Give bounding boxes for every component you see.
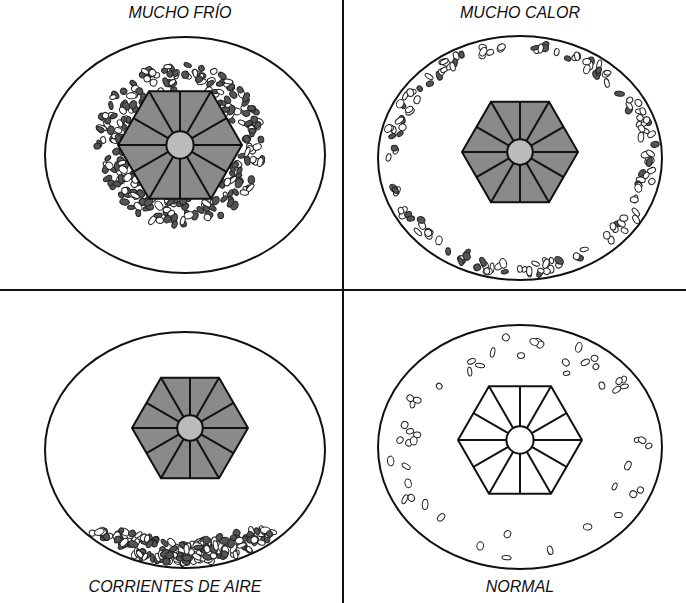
panel-label: MUCHO CALOR xyxy=(457,4,583,22)
comb-hexagon xyxy=(462,102,578,202)
bee-dots xyxy=(387,333,653,561)
container-circle xyxy=(45,37,325,273)
bee-dots xyxy=(383,40,660,278)
divider-line xyxy=(0,289,686,291)
hive-panel xyxy=(45,332,325,568)
container-circle xyxy=(378,36,662,280)
hive-panel xyxy=(378,325,662,569)
bee-dots xyxy=(88,525,277,567)
container-circle xyxy=(45,332,325,568)
comb-hexagon xyxy=(458,386,582,493)
bee-dots xyxy=(93,62,265,229)
hive-panel xyxy=(378,36,662,280)
panel-label: CORRIENTES DE AIRE xyxy=(86,578,265,596)
divider-line xyxy=(342,0,344,603)
panel-label: NORMAL xyxy=(483,578,557,596)
hive-panel xyxy=(45,37,325,273)
comb-hexagon xyxy=(118,91,242,198)
panel-label: MUCHO FRÍO xyxy=(125,4,234,22)
comb-hexagon xyxy=(132,378,248,478)
container-circle xyxy=(378,325,662,569)
